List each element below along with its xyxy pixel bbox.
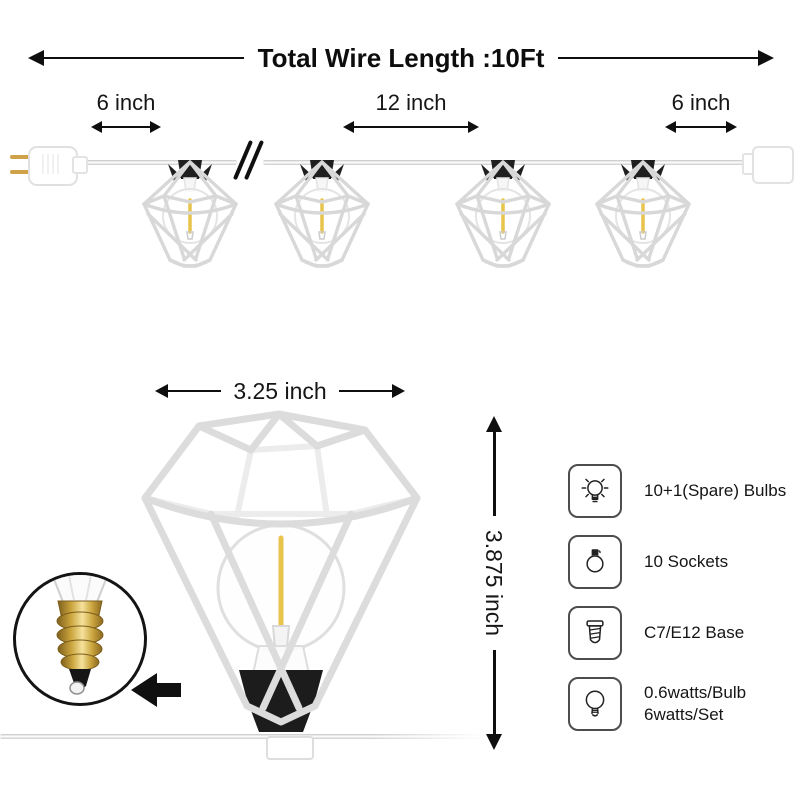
total-length-label: Total Wire Length :10Ft [257,42,545,73]
dimension-line [44,57,244,59]
spec-row-base: C7/E12 Base [568,606,793,660]
arrowhead-left [332,121,354,133]
plug-ridges [42,154,60,174]
spec-label: 10+1(Spare) Bulbs [644,480,786,502]
spec-row-bulbs: 10+1(Spare) Bulbs [568,464,793,518]
spec-label: 10 Sockets [644,551,728,573]
spec-label: C7/E12 Base [644,622,744,644]
plug-prong [10,170,30,174]
double-arrow [80,121,172,133]
spec-row-watts: 0.6watts/Bulb 6watts/Set [568,677,793,731]
arrowhead-down [486,734,502,750]
arrowhead-left [80,121,102,133]
arrowhead-up [486,416,502,432]
spec-line: 6watts/Set [644,705,724,724]
spec-line: 10 Sockets [644,551,729,571]
segment-dimension-right: 6 inch [654,90,748,133]
lamp-width-dimension: 3.25 inch [142,377,418,405]
segment-dimension-middle: 12 inch [332,90,490,133]
bulb-socket-icon [586,549,604,573]
dimension-line-vertical [493,432,496,516]
string-wire-left [78,160,237,165]
arrowhead-left [142,384,168,398]
spec-list: 10+1(Spare) Bulbs 10 Sockets [568,464,793,748]
bottom-wire [0,734,490,739]
arrowhead-left [12,50,44,66]
spec-label: 0.6watts/Bulb 6watts/Set [644,682,746,727]
spec-icon-box [568,464,622,518]
arrowhead-right [758,50,790,66]
spec-line: 10+1(Spare) Bulbs [644,480,787,500]
bulb-shine-icon [581,478,609,503]
plug-neck [72,156,88,174]
wire-clip [266,736,314,760]
plug-prong [10,155,30,159]
plug-body [28,146,78,186]
arrowhead-right [392,384,418,398]
dimension-line-vertical [493,650,496,734]
connector-body [752,146,794,184]
bulb-watt-icon [585,690,605,717]
spec-line: 0.6watts/Bulb [644,682,747,702]
total-length-dimension: Total Wire Length :10Ft [12,42,790,73]
arrowhead-right [468,121,490,133]
double-arrow [332,121,490,133]
spec-line: C7/E12 Base [644,622,745,642]
spec-row-sockets: 10 Sockets [568,535,793,589]
spec-icon-box [568,677,622,731]
segment-label: 6 inch [96,90,156,115]
e12-base-illustration [51,575,109,695]
arrowhead-right [150,121,172,133]
cage-lamp-1 [142,158,238,268]
inset-pointer-shaft [155,683,181,697]
arrowhead-right [726,121,748,133]
cage-lamp-3 [455,158,551,268]
segment-dimension-left: 6 inch [80,90,172,133]
spec-icon-box [568,606,622,660]
segment-label: 12 inch [375,90,447,115]
lamp-width-label: 3.25 inch [233,377,327,404]
double-arrow [654,121,748,133]
dimension-line [558,57,759,59]
segment-label: 6 inch [671,90,731,115]
spec-icon-box [568,535,622,589]
screw-base-icon [586,620,604,644]
arrowhead-left [654,121,676,133]
inset-pointer-arrowhead [131,673,157,707]
lamp-height-label: 3.875 inch [481,529,508,637]
big-cage-lamp [141,410,421,732]
cage-lamp-2 [274,158,370,268]
bulb-base-inset [13,572,147,706]
cage-lamp-4 [595,158,691,268]
